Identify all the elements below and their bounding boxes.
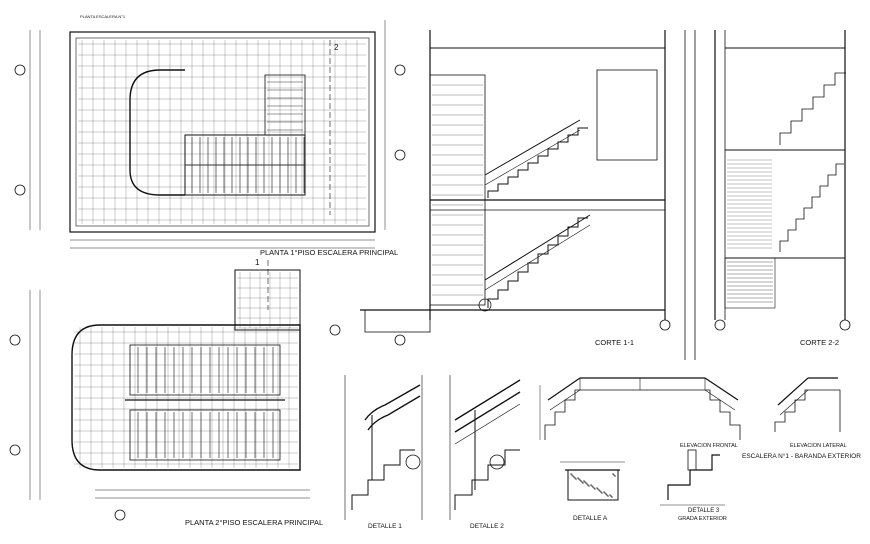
concrete-aggregate xyxy=(614,475,616,477)
elevation-side: ELEVACION LATERAL xyxy=(774,377,847,449)
section-2-2: CORTE 2-2 xyxy=(684,30,851,360)
concrete-aggregate xyxy=(609,494,611,496)
elev-frontal-title: ELEVACION FRONTAL xyxy=(680,443,738,449)
concrete-aggregate xyxy=(592,486,594,488)
concrete-aggregate xyxy=(583,480,585,482)
corte2-title: CORTE 2-2 xyxy=(800,338,839,347)
concrete-aggregate xyxy=(596,487,598,489)
concrete-aggregate xyxy=(579,479,581,481)
concrete-aggregate xyxy=(584,481,586,483)
concrete-aggregate xyxy=(578,478,580,480)
concrete-aggregate xyxy=(593,487,595,489)
concrete-aggregate xyxy=(603,491,605,493)
concrete-aggregate xyxy=(590,484,592,486)
concrete-aggregate xyxy=(577,477,579,479)
detail-3: DETALLE 3 GRADA EXTERIOR xyxy=(660,449,727,522)
plan1-title: PLANTA 1°PISO ESCALERA PRINCIPAL xyxy=(260,248,398,257)
detail-2: DETALLE 2 xyxy=(449,375,521,530)
detalle1-title: DETALLE 1 xyxy=(368,523,402,530)
plan-2nd-floor: 1 PLANTA 2°PISO ESCALERA PRINCIPAL xyxy=(9,258,341,527)
section-marker-1: 1 xyxy=(255,258,260,267)
concrete-aggregate xyxy=(605,493,607,495)
concrete-aggregate xyxy=(581,481,583,483)
concrete-aggregate xyxy=(606,494,608,496)
concrete-aggregate xyxy=(594,488,596,490)
concrete-aggregate xyxy=(591,485,593,487)
section-1-1: CORTE 1-1 xyxy=(360,30,671,347)
concrete-aggregate xyxy=(580,480,582,482)
concrete-aggregate xyxy=(571,474,573,476)
concrete-aggregate xyxy=(573,476,575,478)
concrete-aggregate xyxy=(607,495,609,497)
concrete-aggregate xyxy=(601,492,603,494)
concrete-aggregate xyxy=(572,475,574,477)
concrete-aggregate xyxy=(597,488,599,490)
elevation-front: ELEVACION FRONTAL ESCALERA N°1 - BARANDA… xyxy=(539,377,861,460)
baranda-title: ESCALERA N°1 - BARANDA EXTERIOR xyxy=(742,452,861,460)
detalle-a-title: DETALLE A xyxy=(573,515,608,522)
plan-1st-floor: 2 PLANTA ESCALERA N°1 PLANTA 1°PISO ESCA… xyxy=(14,14,406,257)
concrete-aggregate xyxy=(574,477,576,479)
detail-a: DETALLE A xyxy=(560,461,625,522)
detalle-3-title: DETALLE 3 xyxy=(688,508,720,514)
concrete-aggregate xyxy=(582,482,584,484)
concrete-aggregate xyxy=(586,483,588,485)
concrete-aggregate xyxy=(610,495,612,497)
plan1-top-label: PLANTA ESCALERA N°1 xyxy=(80,14,126,19)
concrete-aggregate xyxy=(611,496,613,498)
section-marker-2: 2 xyxy=(334,43,339,52)
grada-title: GRADA EXTERIOR xyxy=(678,516,727,522)
concrete-aggregate xyxy=(604,492,606,494)
detail-1: DETALLE 1 xyxy=(344,375,423,530)
concrete-aggregate xyxy=(599,490,601,492)
concrete-aggregate xyxy=(585,482,587,484)
concrete-aggregate xyxy=(612,473,614,475)
concrete-aggregate xyxy=(588,485,590,487)
concrete-aggregate xyxy=(600,491,602,493)
concrete-aggregate xyxy=(587,484,589,486)
detalle2-title: DETALLE 2 xyxy=(470,523,504,530)
elev-lateral-title: ELEVACION LATERAL xyxy=(790,443,847,449)
plan2-title: PLANTA 2°PISO ESCALERA PRINCIPAL xyxy=(185,518,323,527)
concrete-aggregate xyxy=(570,473,572,475)
concrete-aggregate xyxy=(575,478,577,480)
concrete-aggregate xyxy=(598,489,600,491)
concrete-aggregate xyxy=(613,474,615,476)
corte1-title: CORTE 1-1 xyxy=(595,338,634,347)
